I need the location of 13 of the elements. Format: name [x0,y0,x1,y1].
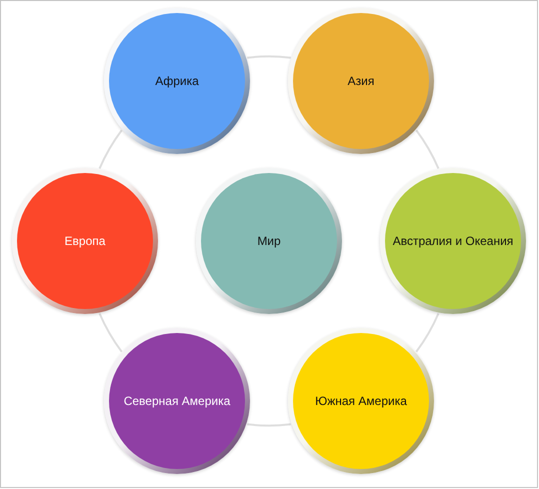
ring-connector [247,55,291,59]
ring-connector [415,313,440,352]
node-label: Европа [64,234,106,248]
ring-connector [98,313,123,352]
ring-connector [415,130,440,169]
node-label: Северная Америка [124,394,230,408]
node-label: Африка [155,74,199,88]
node-label: Южная Америка [315,394,407,408]
ring-connector [98,130,123,169]
ring-connector [247,423,291,427]
node-label: Австралия и Океания [392,234,514,248]
node-label: Азия [348,74,374,88]
node-label: Мир [257,234,281,248]
